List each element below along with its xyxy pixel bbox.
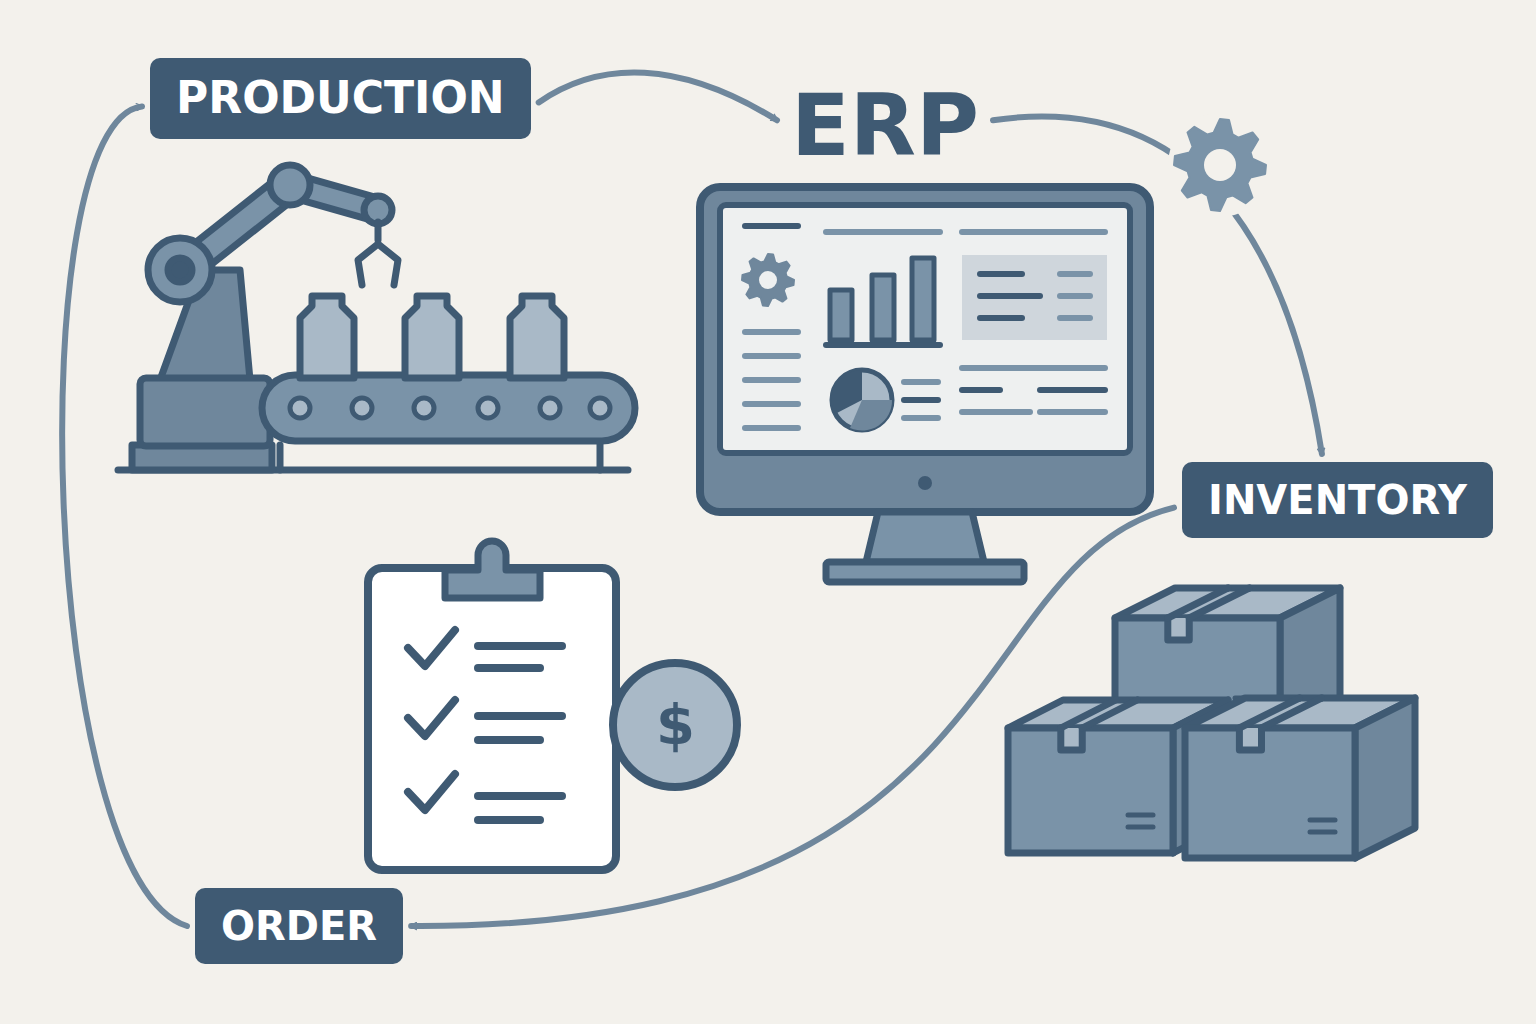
- erp-monitor: [700, 187, 1150, 582]
- inventory-boxes: [1008, 588, 1415, 858]
- system-title: ERP: [785, 72, 985, 179]
- gear: [1174, 119, 1266, 211]
- currency-symbol: $: [656, 697, 695, 753]
- gear-ground: [1168, 113, 1272, 217]
- order-clipboard: [368, 541, 737, 870]
- flow-arrow: [539, 73, 777, 121]
- node-text: PRODUCTION: [176, 72, 505, 125]
- roller: [478, 398, 498, 418]
- stage-label: ORDER: [195, 888, 403, 964]
- node-text: INVENTORY: [1208, 476, 1467, 524]
- node-text: ORDER: [221, 902, 377, 950]
- gear-hole: [1204, 149, 1236, 181]
- flow-arrow: [411, 508, 1174, 926]
- stage-label: INVENTORY: [1182, 462, 1493, 538]
- roller: [290, 398, 310, 418]
- gear-hole: [759, 271, 777, 289]
- roller: [352, 398, 372, 418]
- roller: [540, 398, 560, 418]
- production-line: [118, 165, 635, 470]
- gear: [742, 254, 794, 306]
- box: [1185, 698, 1415, 858]
- roller: [590, 398, 610, 418]
- flow-arrow: [993, 117, 1322, 454]
- stage-label: PRODUCTION: [150, 58, 531, 139]
- node-text: ERP: [791, 74, 979, 177]
- flow-arrow: [62, 106, 187, 926]
- roller: [414, 398, 434, 418]
